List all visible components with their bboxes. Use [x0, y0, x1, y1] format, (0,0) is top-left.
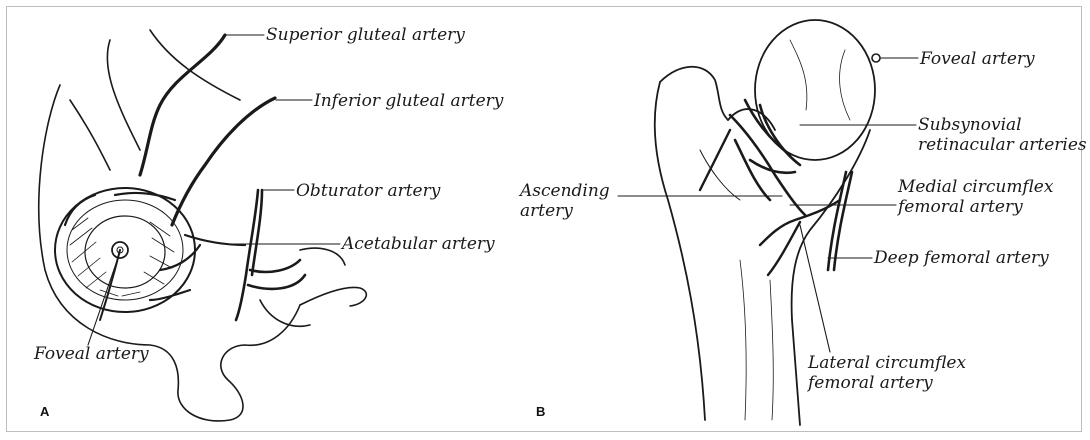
- label-deep-femoral-artery: Deep femoral artery: [874, 249, 1049, 267]
- label-subsynovial-line2: retinacular arteries: [918, 136, 1087, 154]
- label-obturator-artery: Obturator artery: [296, 182, 440, 200]
- label-superior-gluteal-artery: Superior gluteal artery: [266, 26, 465, 44]
- label-lateral-circumflex-line2: femoral artery: [808, 374, 933, 392]
- panel-a-illustration: [0, 0, 545, 440]
- panel-letter-a: A: [40, 404, 49, 419]
- label-ascending-line1: Ascending: [520, 182, 610, 200]
- inferior-gluteal-artery: [172, 98, 275, 225]
- label-medial-circumflex-line2: femoral artery: [898, 198, 1023, 216]
- label-ascending-line2: artery: [520, 202, 573, 220]
- label-foveal-artery-a: Foveal artery: [34, 345, 149, 363]
- obturator-artery: [236, 190, 305, 320]
- label-medial-circumflex-line1: Medial circumflex: [898, 178, 1053, 196]
- label-lateral-circumflex-line1: Lateral circumflex: [808, 354, 966, 372]
- label-acetabular-artery: Acetabular artery: [342, 235, 495, 253]
- label-subsynovial-line1: Subsynovial: [918, 116, 1022, 134]
- label-inferior-gluteal-artery: Inferior gluteal artery: [314, 92, 503, 110]
- label-foveal-artery-b: Foveal artery: [920, 50, 1035, 68]
- panel-letter-b: B: [536, 404, 545, 419]
